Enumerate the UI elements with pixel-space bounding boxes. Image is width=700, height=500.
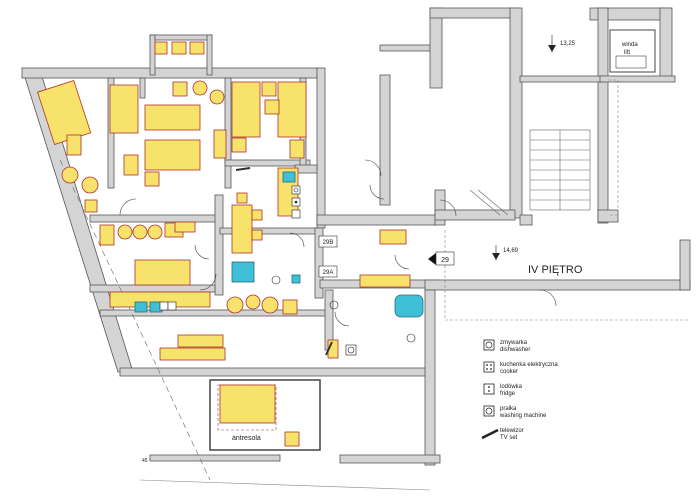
table — [231, 204, 253, 254]
cabinet — [359, 274, 411, 288]
outline-bottom — [139, 479, 431, 491]
lift — [609, 29, 656, 73]
sanitary — [134, 171, 424, 318]
chair — [172, 81, 188, 97]
room-29a-box — [318, 265, 338, 278]
unit-number: 29 — [441, 257, 449, 264]
elevation-marker-lower: 14,69 — [492, 245, 519, 260]
chair — [251, 209, 263, 221]
chair — [284, 431, 300, 447]
legend-label-en: dishwasher — [500, 347, 530, 353]
chair — [84, 199, 98, 213]
dishwasher-icon — [483, 339, 495, 351]
chair — [282, 299, 298, 315]
wardrobe — [289, 139, 305, 159]
lift-label-line1: winda — [621, 42, 638, 48]
tv-set-icon — [481, 428, 499, 440]
room-29b-box — [318, 235, 338, 248]
elevation-marker-upper: 13,25 — [548, 35, 576, 52]
chair — [245, 294, 261, 310]
chair — [192, 80, 208, 96]
chair — [117, 224, 133, 240]
chair — [171, 41, 187, 55]
legend-label-en: washing machine — [499, 413, 547, 419]
chair — [61, 166, 79, 184]
legend-label-en: fridge — [500, 391, 516, 397]
table — [177, 334, 224, 348]
chair — [189, 41, 205, 55]
table — [154, 41, 168, 55]
washing-machine-icon — [483, 405, 495, 417]
sofa — [99, 224, 115, 246]
legend-label-pl: pralka — [500, 406, 517, 412]
chair — [261, 296, 279, 314]
lift-label-line2: lift — [624, 50, 630, 56]
shower — [231, 261, 255, 283]
chair — [264, 99, 280, 115]
bed — [277, 81, 307, 138]
staircase — [469, 129, 591, 216]
bed — [231, 81, 261, 138]
bed — [144, 104, 201, 131]
elevation-lower: 14,69 — [503, 248, 519, 254]
tv-marks — [235, 167, 333, 356]
chair — [251, 229, 263, 241]
chair — [226, 296, 244, 314]
floor-label: IV PIĘTRO — [528, 264, 583, 276]
doors — [119, 159, 557, 327]
chair — [261, 81, 277, 97]
entry-arrow — [428, 253, 436, 265]
sink — [134, 301, 148, 313]
corner-mark: 45 — [142, 458, 148, 464]
sink — [291, 274, 301, 284]
sofa — [159, 347, 226, 361]
desk — [123, 154, 139, 176]
bath — [394, 294, 424, 318]
mezzanine-label: antresola — [232, 435, 261, 442]
legend-label-pl: zmywarka — [500, 340, 528, 346]
cooker-icon — [483, 361, 495, 373]
chair — [144, 171, 160, 187]
legend-label-en: cooker — [500, 369, 518, 375]
unit-number-box — [435, 251, 455, 266]
room-29b-label: 29B — [323, 240, 334, 246]
bed — [134, 259, 191, 286]
bed — [109, 84, 139, 134]
chair — [236, 192, 248, 204]
sink — [282, 171, 296, 183]
legend-label-en: TV set — [500, 435, 518, 441]
plan-appliances — [159, 185, 416, 356]
cabinet — [379, 229, 407, 245]
walls — [21, 7, 691, 466]
wardrobe — [66, 134, 82, 156]
elevation-upper: 13,25 — [560, 41, 576, 47]
legend-label-pl: kuchenka elektryczna — [500, 362, 558, 368]
bed — [219, 384, 276, 424]
fridge-icon — [483, 383, 495, 395]
slope-line — [59, 159, 211, 481]
bed — [144, 139, 201, 171]
chair — [132, 224, 148, 240]
table — [213, 129, 227, 159]
chair — [231, 137, 247, 153]
chair — [147, 224, 163, 240]
legend-label-pl: lodówka — [500, 384, 523, 390]
chair — [209, 89, 225, 105]
chair — [81, 176, 99, 194]
room-29a-label: 29A — [323, 270, 334, 276]
legend-label-pl: telewizor — [500, 428, 524, 434]
cabinet — [174, 221, 196, 233]
